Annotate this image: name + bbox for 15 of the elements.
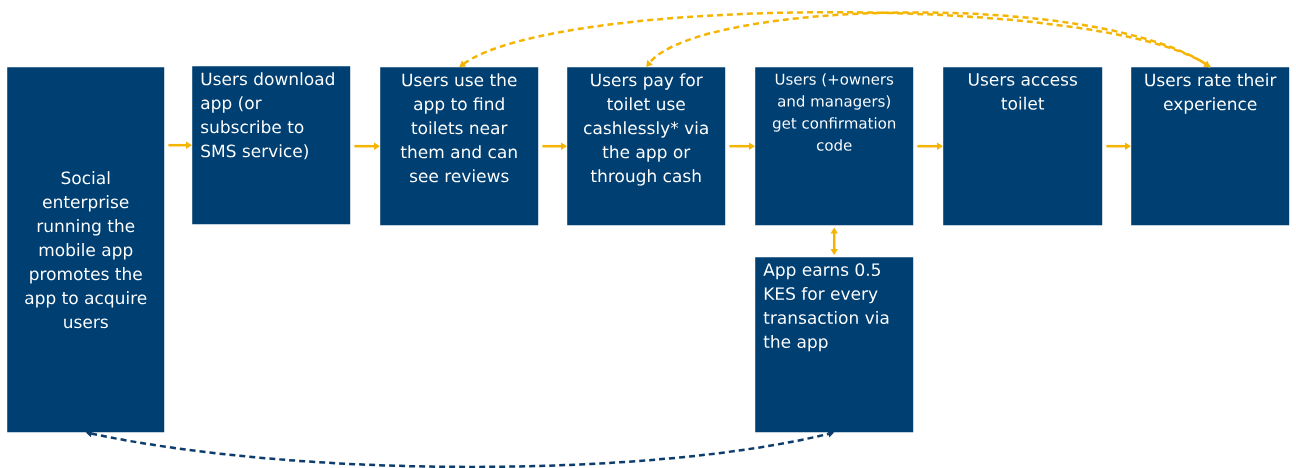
arrow (168, 141, 192, 149)
process-box: App earns 0.5 KES for every transaction via the app (755, 257, 914, 433)
arrow (729, 142, 755, 150)
arrow (646, 11, 1211, 69)
process-box: Social enterprise running the mobile app promotes the app to acquire users (7, 67, 165, 433)
arrow (917, 142, 943, 150)
process-box: Users access toilet (943, 67, 1103, 226)
process-box: Users pay for toilet use cashlessly* via the app or through cash (567, 67, 726, 226)
process-box: Users download app (or subscribe to SMS service) (192, 66, 351, 225)
process-box: Users rate their experience (1131, 67, 1290, 226)
process-box: Users use the app to find toilets near them and can see reviews (380, 67, 539, 226)
process-box: Users (+owners and managers) get confirmation code (755, 67, 914, 226)
arrow (354, 142, 380, 150)
arrow (542, 142, 567, 150)
arrow (1106, 142, 1131, 150)
